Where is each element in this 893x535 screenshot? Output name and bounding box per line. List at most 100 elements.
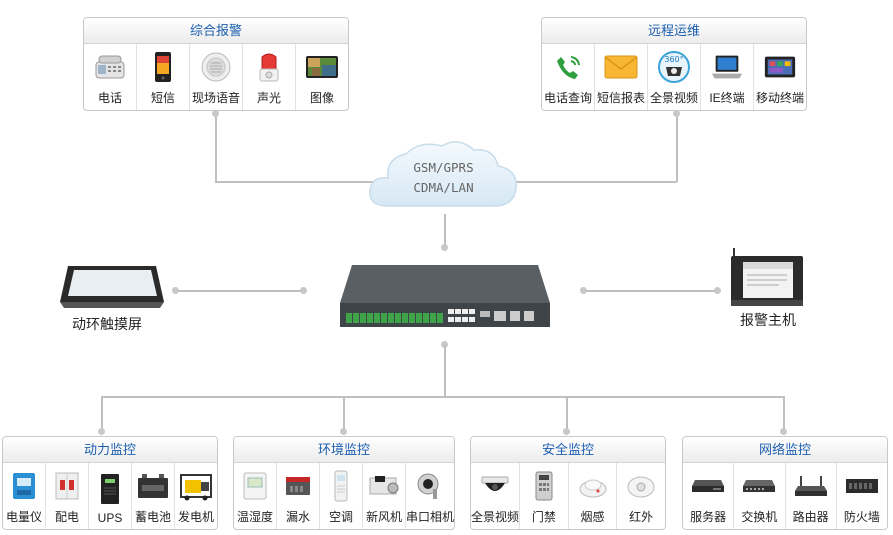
connector-line <box>566 396 568 434</box>
device-label: IE终端 <box>709 91 745 105</box>
device-label: 图像 <box>309 91 334 105</box>
monitor-image-icon <box>305 51 339 83</box>
connector-dot <box>673 110 680 117</box>
mobile-phone-icon <box>146 51 180 83</box>
connector-line <box>676 112 678 182</box>
infrared-detector-icon <box>624 470 658 502</box>
connector-dot <box>580 287 587 294</box>
device-access-control[interactable]: 门禁 <box>520 463 569 529</box>
device-label: 路由器 <box>792 510 829 524</box>
device-label: 发电机 <box>177 510 214 524</box>
device-water-leak[interactable]: 漏水 <box>277 463 320 529</box>
device-phone-query[interactable]: 电话查询 <box>542 44 595 110</box>
device-smoke-detector[interactable]: 烟感 <box>569 463 618 529</box>
device-label: 新风机 <box>365 510 402 524</box>
tablet-icon <box>763 51 797 83</box>
connector-line <box>101 396 103 434</box>
device-label: 电话查询 <box>543 91 592 105</box>
connector-line <box>215 112 217 182</box>
connector-dot <box>780 428 787 435</box>
device-air-conditioner[interactable]: 空调 <box>320 463 363 529</box>
smoke-detector-icon <box>576 470 610 502</box>
connector-line <box>176 290 304 292</box>
device-fresh-air[interactable]: 新风机 <box>363 463 406 529</box>
device-mobile-terminal[interactable]: 移动终端 <box>754 44 806 110</box>
device-switch[interactable]: 交换机 <box>734 463 786 529</box>
phone-call-icon <box>551 51 585 83</box>
thermo-hygrometer-icon <box>238 470 272 502</box>
device-label: 声光 <box>256 91 281 105</box>
device-power-meter[interactable]: 电量仪 <box>3 463 46 529</box>
device-firewall[interactable]: 防火墙 <box>837 463 887 529</box>
connector-line <box>444 214 446 248</box>
panel-title: 环境监控 <box>234 437 454 463</box>
device-label: 红外 <box>629 510 654 524</box>
device-voice[interactable]: 现场语音 <box>190 44 243 110</box>
connector-dot <box>212 110 219 117</box>
device-breaker[interactable]: 配电 <box>46 463 89 529</box>
device-label: 服务器 <box>690 510 727 524</box>
network-label: GSM/GPRS CDMA/LAN <box>366 158 521 198</box>
battery-icon <box>136 470 170 502</box>
panorama-camera-icon: 360° <box>657 51 691 83</box>
power-meter-icon <box>7 470 41 502</box>
connector-dot <box>172 287 179 294</box>
connector-line <box>101 396 784 398</box>
device-dome-camera[interactable]: 全景视频 <box>471 463 521 529</box>
connector-dot <box>563 428 570 435</box>
laptop-icon <box>710 51 744 83</box>
connector-dot <box>300 287 307 294</box>
water-leak-sensor-icon <box>281 470 315 502</box>
monitoring-host-icon[interactable] <box>338 263 552 331</box>
device-generator[interactable]: 发电机 <box>175 463 217 529</box>
device-ie-terminal[interactable]: IE终端 <box>701 44 754 110</box>
alarm-light-icon <box>252 51 286 83</box>
device-label: 全景视频 <box>471 510 520 524</box>
device-server[interactable]: 服务器 <box>683 463 735 529</box>
device-label: 移动终端 <box>755 91 804 105</box>
device-battery[interactable]: 蓄电池 <box>132 463 175 529</box>
panel-alarm: 综合报警 电话 短信 现场语音 声光 <box>83 17 349 111</box>
device-image[interactable]: 图像 <box>296 44 348 110</box>
panel-power: 动力监控 电量仪 配电 UPS 蓄电池 发电机 <box>2 436 218 530</box>
touch-screen-label: 动环触摸屏 <box>72 316 142 332</box>
panel-title: 动力监控 <box>3 437 217 463</box>
device-telephone[interactable]: 电话 <box>84 44 137 110</box>
device-label: 交换机 <box>741 510 778 524</box>
device-label: 烟感 <box>580 510 605 524</box>
device-label: 短信 <box>150 91 175 105</box>
device-sms[interactable]: 短信 <box>137 44 190 110</box>
device-label: 蓄电池 <box>134 510 171 524</box>
device-sms-report[interactable]: 短信报表 <box>595 44 648 110</box>
device-label: 电话 <box>97 91 122 105</box>
connector-line <box>444 345 446 397</box>
panel-title: 安全监控 <box>471 437 665 463</box>
panel-title: 远程运维 <box>542 18 806 44</box>
connector-line <box>215 181 375 183</box>
touch-screen-icon[interactable] <box>56 262 168 312</box>
device-label: 空调 <box>328 510 353 524</box>
panel-remote-ops: 远程运维 电话查询 短信报表 360° 全景视频 IE终端 <box>541 17 807 111</box>
connector-dot <box>98 428 105 435</box>
device-router[interactable]: 路由器 <box>786 463 837 529</box>
connector-line <box>343 396 345 434</box>
device-ups[interactable]: UPS <box>89 463 132 529</box>
device-label: 现场语音 <box>191 91 240 105</box>
connector-dot <box>714 287 721 294</box>
device-panorama-video[interactable]: 360° 全景视频 <box>648 44 701 110</box>
svg-text:360°: 360° <box>664 55 683 64</box>
alarm-host-icon[interactable] <box>729 246 805 308</box>
telephone-icon <box>93 51 127 83</box>
panel-security: 安全监控 全景视频 门禁 烟感 红外 <box>470 436 666 530</box>
device-thermo-hygrometer[interactable]: 温湿度 <box>234 463 277 529</box>
serial-camera-icon <box>413 470 447 502</box>
connector-dot <box>441 244 448 251</box>
panel-network: 网络监控 服务器 交换机 路由器 防火墙 <box>682 436 888 530</box>
connector-line <box>583 290 717 292</box>
fresh-air-unit-icon <box>367 470 401 502</box>
device-light-alarm[interactable]: 声光 <box>243 44 296 110</box>
switch-icon <box>742 470 776 502</box>
connector-dot <box>441 341 448 348</box>
device-infrared[interactable]: 红外 <box>617 463 665 529</box>
device-serial-camera[interactable]: 串口相机 <box>406 463 454 529</box>
